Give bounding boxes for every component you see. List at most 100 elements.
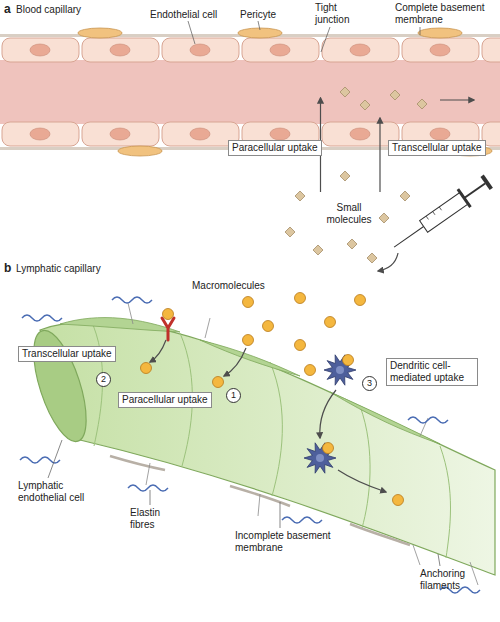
syringe-tick bbox=[433, 212, 435, 215]
pericyte bbox=[418, 28, 462, 38]
syringe-needle bbox=[394, 226, 423, 247]
box-text: Dendritic cell-mediated uptake bbox=[390, 360, 474, 384]
small-molecule bbox=[340, 87, 350, 97]
cell-boundary bbox=[440, 446, 451, 558]
panel-title: Lymphatic capillary bbox=[16, 263, 101, 275]
endothelial-cell bbox=[322, 38, 399, 62]
part-label: Lymphatic endothelial cell bbox=[18, 480, 103, 504]
box-text: Paracellular uptake bbox=[122, 394, 208, 406]
anchoring-filament bbox=[128, 303, 133, 324]
endothelial-cell bbox=[2, 122, 79, 146]
small-molecule bbox=[390, 90, 400, 100]
macromolecule bbox=[141, 363, 152, 374]
macromolecule bbox=[213, 377, 224, 388]
part-label: Macromolecules bbox=[192, 280, 265, 292]
endothelial-cell bbox=[82, 122, 159, 146]
elastin-fibre bbox=[282, 517, 322, 523]
small-molecule bbox=[285, 227, 295, 237]
endothelial-cell bbox=[482, 38, 500, 62]
macromolecule bbox=[355, 295, 366, 306]
small-molecule bbox=[347, 239, 357, 249]
leader-line bbox=[321, 27, 330, 52]
macromolecule bbox=[243, 297, 254, 308]
macromolecule bbox=[263, 321, 274, 332]
elastin-fibre bbox=[408, 417, 448, 423]
flow-arrow bbox=[440, 99, 474, 100]
part-label: Elastin fibres bbox=[130, 507, 175, 531]
macromolecule bbox=[325, 317, 336, 328]
anchoring-filament bbox=[470, 562, 478, 585]
part-label: Pericyte bbox=[240, 9, 276, 21]
overlapping-flap bbox=[330, 392, 440, 444]
pericyte bbox=[118, 146, 162, 156]
callout-text: 2 bbox=[101, 375, 106, 384]
macromolecule bbox=[323, 443, 334, 454]
callout-text: 1 bbox=[231, 391, 236, 400]
small-molecule bbox=[400, 191, 410, 201]
part-label: Anchoring filaments bbox=[420, 568, 482, 592]
leader-line bbox=[188, 21, 195, 44]
small-molecule bbox=[340, 171, 350, 181]
box-text: Paracellular uptake bbox=[232, 142, 318, 154]
basement-membrane-fragment bbox=[110, 456, 165, 470]
syringe-plunger-end bbox=[480, 175, 492, 190]
macromolecule bbox=[243, 335, 254, 346]
endothelial-cell bbox=[162, 38, 239, 62]
receptor bbox=[162, 318, 174, 340]
elastin-fibre bbox=[112, 297, 152, 303]
anchoring-filament bbox=[205, 318, 210, 338]
small-molecule bbox=[313, 245, 323, 255]
leader-line bbox=[150, 490, 151, 505]
endothelial-cell bbox=[2, 38, 79, 62]
macromolecule bbox=[343, 355, 354, 366]
callout-number: 2 bbox=[96, 372, 111, 387]
macromolecule bbox=[295, 340, 306, 351]
macromolecule bbox=[295, 293, 306, 304]
box-text: Transcellular uptake bbox=[22, 348, 112, 360]
leader-line bbox=[280, 502, 281, 528]
part-label: Tight junction bbox=[315, 2, 365, 26]
injection-arrow bbox=[378, 253, 398, 271]
box-text: Transcellular uptake bbox=[392, 142, 482, 154]
uptake-arrow bbox=[379, 118, 380, 192]
part-label: Incomplete basement membrane bbox=[235, 530, 331, 554]
panel-letter: b bbox=[4, 262, 11, 275]
anchoring-filament bbox=[413, 545, 420, 565]
small-molecule bbox=[295, 191, 305, 201]
uptake-arrow bbox=[224, 348, 246, 376]
vessel-opening bbox=[23, 325, 97, 448]
pericyte bbox=[78, 28, 122, 38]
callout-number: 3 bbox=[362, 376, 377, 391]
small-molecule bbox=[360, 100, 370, 110]
uptake-label-box: Paracellular uptake bbox=[228, 140, 322, 156]
syringe-flange bbox=[457, 188, 472, 208]
anchoring-filament bbox=[146, 463, 150, 485]
macromolecule bbox=[163, 309, 174, 320]
macromolecule bbox=[305, 365, 316, 376]
endothelial-cell bbox=[402, 38, 479, 62]
cell-boundary bbox=[360, 406, 370, 528]
syringe-plunger bbox=[465, 183, 485, 197]
small-molecule bbox=[367, 253, 377, 263]
panel-title: Blood capillary bbox=[16, 4, 81, 16]
leader-line bbox=[258, 21, 260, 30]
syringe-tick bbox=[426, 216, 428, 219]
part-label: Endothelial cell bbox=[150, 9, 217, 21]
endothelial-cell bbox=[242, 38, 319, 62]
uptake-label-box: Paracellular uptake bbox=[118, 392, 212, 408]
leader-line bbox=[48, 440, 62, 478]
basement-membrane-fragment bbox=[350, 524, 410, 545]
elastin-fibre bbox=[22, 315, 62, 321]
elastin-fibre bbox=[128, 485, 168, 491]
part-label: Complete basement membrane bbox=[395, 2, 495, 26]
leader-line bbox=[438, 554, 440, 566]
small-molecule bbox=[417, 99, 427, 109]
uptake-arrow bbox=[150, 340, 166, 362]
uptake-arrow bbox=[320, 390, 336, 438]
flow-arrow bbox=[338, 470, 386, 492]
syringe bbox=[388, 172, 495, 256]
callout-number: 1 bbox=[226, 388, 241, 403]
uptake-label-box: Transcellular uptake bbox=[18, 346, 116, 362]
